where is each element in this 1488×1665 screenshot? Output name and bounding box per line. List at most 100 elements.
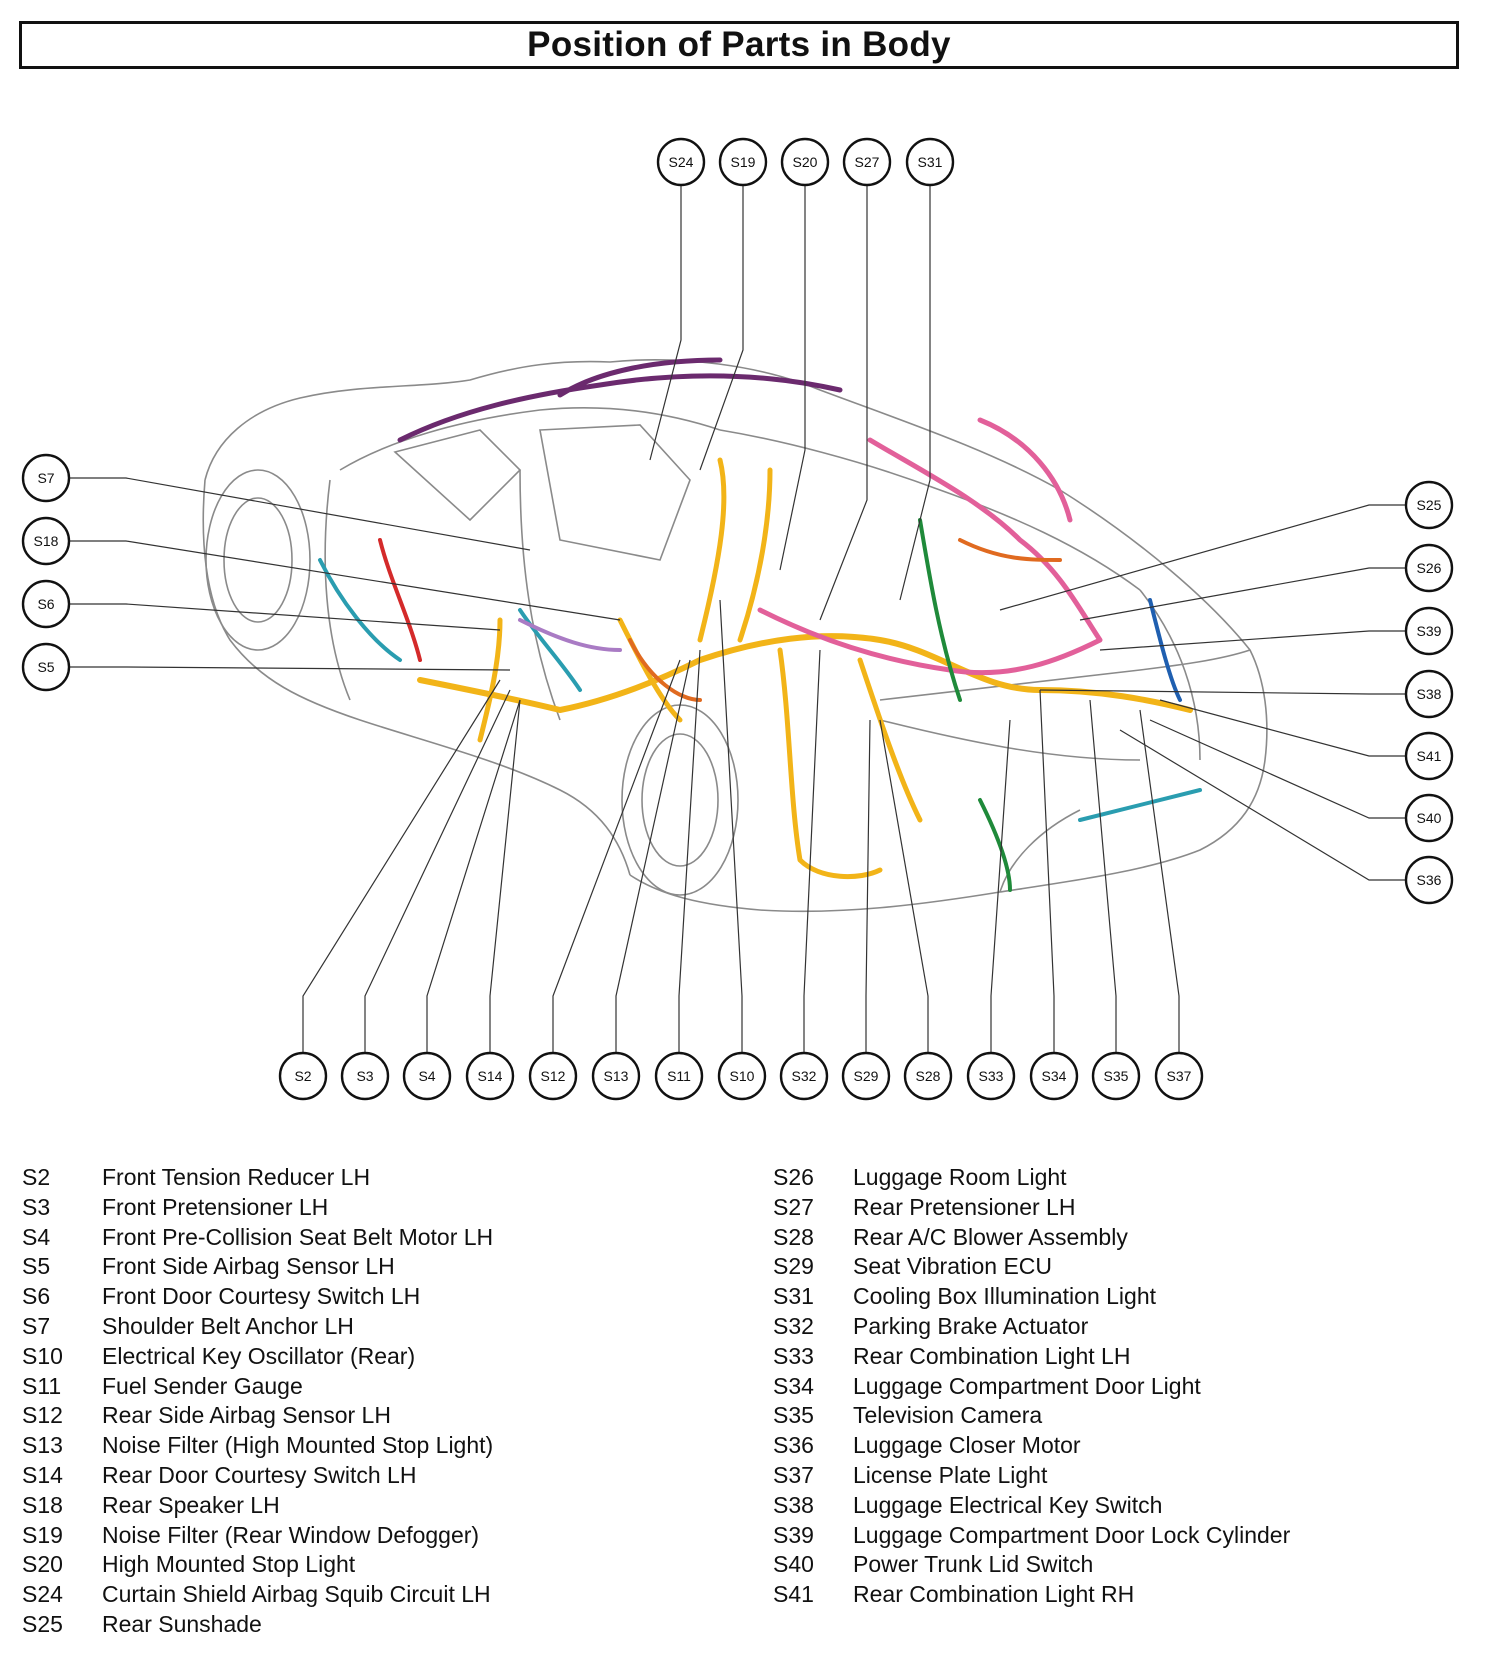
callout-s32: S32	[779, 1051, 829, 1101]
leader-line-s33	[990, 719, 1011, 1053]
legend-code: S27	[773, 1193, 814, 1220]
callout-label: S2	[294, 1068, 311, 1084]
main-harness-branch	[477, 457, 923, 880]
leader-line-s35	[1089, 699, 1117, 1053]
callout-label: S4	[418, 1068, 435, 1084]
callout-s24: S24	[656, 137, 706, 187]
legend-code: S11	[22, 1372, 62, 1399]
leader-line-s25	[999, 504, 1406, 611]
legend-code: S24	[22, 1581, 63, 1608]
callout-s37: S37	[1154, 1051, 1204, 1101]
legend-part-name: Rear Combination Light LH	[853, 1342, 1131, 1369]
callout-circle	[842, 137, 892, 187]
leader-line-s40	[1149, 719, 1406, 819]
legend-code: S28	[773, 1223, 814, 1250]
legend-code: S18	[22, 1491, 63, 1518]
leader-line-s10	[719, 599, 743, 1053]
red-harness	[378, 538, 422, 662]
leader-line-s18	[69, 540, 621, 621]
leader-line-s14	[489, 699, 521, 1053]
legend-code: S7	[22, 1312, 51, 1339]
leader-line-s6	[69, 603, 501, 631]
leader-line-s3	[364, 689, 511, 1053]
legend-part-name: Shoulder Belt Anchor LH	[102, 1312, 354, 1339]
callout-circle	[780, 137, 830, 187]
callout-circle	[1404, 480, 1454, 530]
leader-line-s32	[803, 649, 821, 1053]
callout-circle	[591, 1051, 641, 1101]
legend-part-name: Luggage Room Light	[853, 1164, 1067, 1190]
callout-label: S14	[478, 1068, 503, 1084]
legend-row: S7 Shoulder Belt Anchor LH	[22, 1312, 493, 1342]
leader-line-s2	[302, 679, 501, 1053]
callout-label: S24	[669, 154, 694, 170]
callout-circle	[1404, 855, 1454, 905]
callout-label: S34	[1042, 1068, 1067, 1084]
callout-label: S35	[1104, 1068, 1129, 1084]
legend-part-name: Luggage Compartment Door Lock Cylinder	[853, 1521, 1291, 1548]
legend-part-name: Curtain Shield Airbag Squib Circuit LH	[102, 1581, 491, 1608]
callout-s13: S13	[591, 1051, 641, 1101]
legend-part-name: Television Camera	[853, 1402, 1043, 1429]
leader-line-s26	[1079, 567, 1406, 621]
legend-row: S14 Rear Door Courtesy Switch LH	[22, 1461, 493, 1491]
callout-circle	[340, 1051, 390, 1101]
callout-s3: S3	[340, 1051, 390, 1101]
callout-s20: S20	[780, 137, 830, 187]
legend-code: S32	[773, 1312, 814, 1339]
callout-s25: S25	[1404, 480, 1454, 530]
callout-label: S33	[979, 1068, 1004, 1084]
purple-harness	[397, 357, 843, 443]
callout-s7: S7	[21, 453, 71, 503]
callout-circle	[654, 1051, 704, 1101]
legend-code: S31	[773, 1283, 814, 1310]
callout-circle	[779, 1051, 829, 1101]
legend-code: S14	[22, 1461, 63, 1488]
legend-code: S19	[22, 1521, 63, 1548]
callout-circle	[21, 516, 71, 566]
callout-label: S29	[854, 1068, 879, 1084]
callout-circle	[841, 1051, 891, 1101]
callout-label: S26	[1417, 560, 1442, 576]
callout-s12: S12	[528, 1051, 578, 1101]
leader-line-s12	[552, 659, 681, 1053]
legend-code: S26	[773, 1164, 814, 1190]
callout-circle	[656, 137, 706, 187]
callout-s6: S6	[21, 579, 71, 629]
leader-line-s28	[879, 719, 929, 1053]
callout-s27: S27	[842, 137, 892, 187]
callout-s18: S18	[21, 516, 71, 566]
legend-part-name: Luggage Electrical Key Switch	[853, 1491, 1163, 1518]
legend-part-name: Rear Door Courtesy Switch LH	[102, 1461, 417, 1488]
callout-s5: S5	[21, 642, 71, 692]
leader-line-s5	[69, 666, 511, 671]
callout-s29: S29	[841, 1051, 891, 1101]
callout-label: S38	[1417, 686, 1442, 702]
callout-label: S27	[855, 154, 880, 170]
callout-s26: S26	[1404, 543, 1454, 593]
callout-circle	[905, 137, 955, 187]
green-harness	[918, 518, 1012, 892]
callout-s14: S14	[465, 1051, 515, 1101]
legend-code: S40	[773, 1551, 814, 1578]
legend-code: S25	[22, 1610, 63, 1637]
callout-circle	[1029, 1051, 1079, 1101]
callout-s35: S35	[1091, 1051, 1141, 1101]
callout-s34: S34	[1029, 1051, 1079, 1101]
